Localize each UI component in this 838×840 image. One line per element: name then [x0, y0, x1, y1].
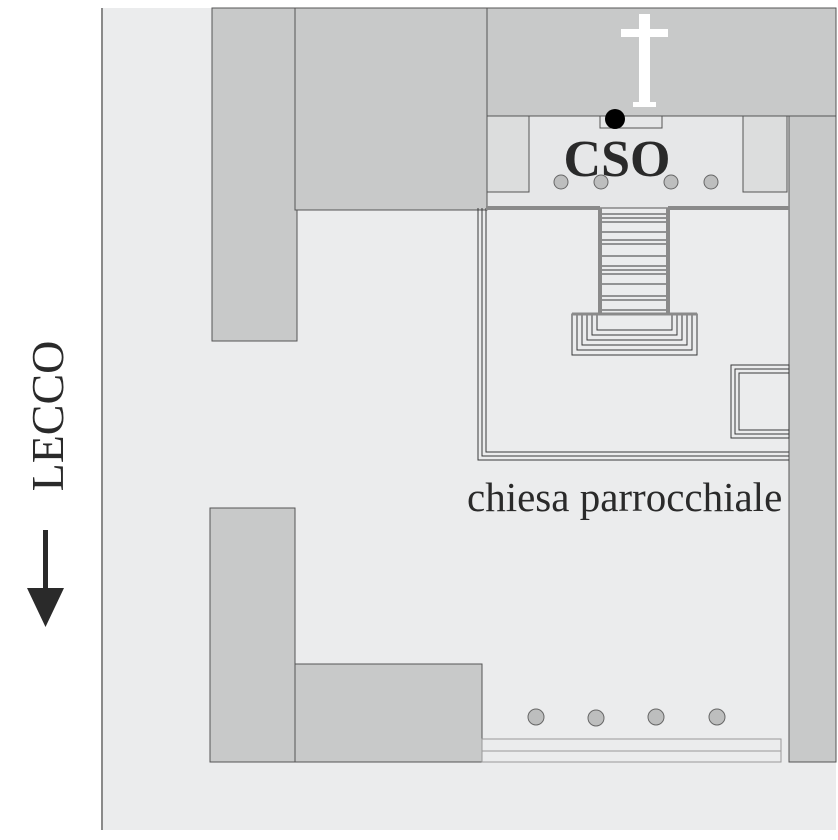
latin-cross-icon: [621, 14, 668, 107]
bottom-steps: [481, 738, 782, 763]
building-top-center: [294, 7, 488, 211]
bottom-columns: [527, 708, 726, 727]
column: [703, 174, 719, 190]
churchyard-enclosure: [477, 208, 789, 461]
enclosure-line: [485, 208, 789, 453]
dot-marker-icon: [605, 109, 625, 129]
church-label: chiesa parrocchiale: [467, 474, 782, 520]
column: [587, 709, 605, 727]
column: [647, 708, 665, 726]
building-bottom-left-tall: [209, 507, 296, 763]
staircase: [571, 208, 698, 356]
church-pillar-left: [486, 115, 530, 193]
bottom-portico: [481, 708, 782, 763]
church-pillar-right: [742, 115, 788, 193]
portico-columns: [553, 174, 719, 190]
church-top-block: [486, 7, 837, 117]
enclosure-line: [481, 208, 789, 457]
church-door-step: [599, 115, 663, 129]
column: [527, 708, 545, 726]
building-top-left-narrow: [211, 7, 298, 342]
column: [553, 174, 569, 190]
enclosure-line: [477, 208, 789, 461]
building-bottom-center: [294, 663, 483, 763]
direction-label-lecco: LECCO: [22, 341, 73, 492]
column: [663, 174, 679, 190]
stair-steps: [602, 213, 666, 311]
churchyard-monument: [730, 364, 790, 439]
building-right-long: [788, 115, 837, 763]
point-label-cso: CSO: [564, 131, 671, 188]
column: [593, 174, 609, 190]
church-portico: [486, 115, 790, 209]
arrow-down-icon: [27, 530, 64, 627]
column: [708, 708, 726, 726]
